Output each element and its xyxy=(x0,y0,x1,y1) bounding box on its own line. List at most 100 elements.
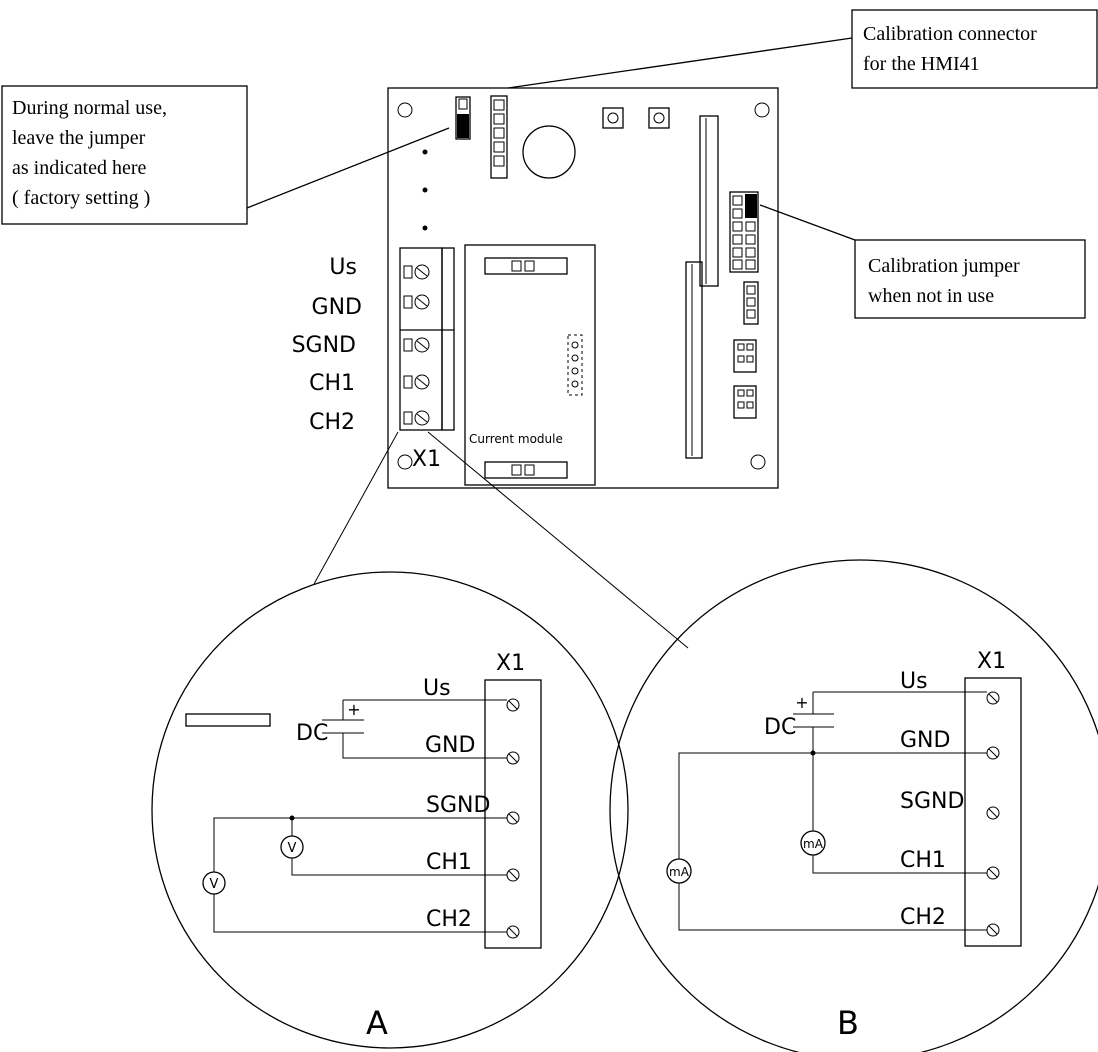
voltmeter-ch2 xyxy=(202,871,226,895)
screw-terminal xyxy=(986,806,1000,820)
wire-ch1 xyxy=(812,854,987,874)
wire-gnd xyxy=(342,733,507,759)
small-component-dot xyxy=(653,112,665,124)
screw-slot xyxy=(416,340,428,350)
terminal-label: CH1 xyxy=(900,848,946,873)
screw-terminal xyxy=(986,691,1000,705)
screw-slot xyxy=(988,808,998,818)
module-dashed-connector xyxy=(567,334,583,396)
small-component xyxy=(602,107,624,129)
terminal-tab xyxy=(403,295,413,309)
ammeter-ch2 xyxy=(666,858,692,884)
supply-label: DC xyxy=(296,721,328,746)
terminal-label: CH2 xyxy=(900,905,946,930)
small-component xyxy=(648,107,670,129)
detail-circle xyxy=(151,571,629,1049)
ammeter-ch1 xyxy=(800,830,826,856)
callout-calibration-connector: Calibration connector for the HMI41 xyxy=(507,9,1098,89)
connector-pin xyxy=(493,99,505,111)
factory-jumper xyxy=(455,96,471,140)
header-pin xyxy=(746,309,756,319)
header-pin xyxy=(737,355,745,363)
terminal-label: GND xyxy=(900,728,950,753)
callout-line: During normal use, xyxy=(12,97,167,119)
module-pin xyxy=(511,464,522,476)
screw-slot xyxy=(988,868,998,878)
detail-connector-label: X1 xyxy=(496,651,525,676)
wire-sgnd xyxy=(213,817,507,872)
mounting-hole xyxy=(397,102,413,118)
header-pin xyxy=(737,389,745,397)
module-pin xyxy=(571,354,579,362)
terminal-label: CH1 xyxy=(426,850,472,875)
meter-symbol: V xyxy=(288,841,297,856)
header-pin xyxy=(746,343,754,351)
header-pin xyxy=(745,247,756,258)
screw-slot xyxy=(416,297,428,307)
header-pin xyxy=(745,234,756,245)
detail-screws xyxy=(506,698,520,939)
module-outline xyxy=(464,244,596,486)
screw-slot xyxy=(508,870,518,880)
screw-slot xyxy=(416,267,428,277)
calibration-jumper-header xyxy=(729,191,759,273)
detail-connector-label: X1 xyxy=(977,649,1006,674)
leader-line xyxy=(507,37,853,89)
leader-line xyxy=(246,127,450,209)
edge-connector xyxy=(685,261,703,459)
detail-connector xyxy=(484,679,542,949)
mounting-hole xyxy=(750,454,766,470)
plus-sign: + xyxy=(347,700,360,719)
callout-line: for the HMI41 xyxy=(863,53,980,75)
module-pin xyxy=(571,341,579,349)
callout-line: as indicated here xyxy=(12,157,146,179)
pin-block xyxy=(733,339,757,373)
callout-box xyxy=(1,85,248,225)
board-terminal-label: CH1 xyxy=(309,371,355,396)
header-pin xyxy=(746,401,754,409)
meter-symbol: mA xyxy=(669,865,690,879)
plus-sign: + xyxy=(795,693,808,712)
terminal-label: Us xyxy=(900,669,928,694)
calibration-connector xyxy=(490,95,508,179)
round-component xyxy=(522,125,576,179)
small-header xyxy=(743,281,759,325)
detail-caption: A xyxy=(366,1004,388,1042)
detail-caption: B xyxy=(837,1004,859,1042)
screw-slot xyxy=(988,693,998,703)
header-pin xyxy=(746,389,754,397)
board-terminal-label: CH2 xyxy=(309,410,355,435)
header-pin xyxy=(746,285,756,295)
supply-label: DC xyxy=(764,715,796,740)
terminal-tab xyxy=(403,338,413,352)
terminal-tab xyxy=(403,375,413,389)
header-pin xyxy=(732,234,743,245)
meter-symbol: V xyxy=(210,877,219,892)
detail-connector xyxy=(964,677,1022,947)
screw-slot xyxy=(508,927,518,937)
module-pin xyxy=(511,260,522,272)
connector-pin xyxy=(493,141,505,153)
board-dot xyxy=(422,149,428,155)
pin-block xyxy=(733,385,757,419)
terminal-block-strip xyxy=(441,247,455,431)
jumper-pin xyxy=(458,98,468,110)
white-mask xyxy=(185,713,271,727)
zoom-line xyxy=(313,431,399,585)
screw-slot xyxy=(988,748,998,758)
screw-terminal xyxy=(414,410,430,426)
terminal-tab xyxy=(403,265,413,279)
header-pin xyxy=(746,355,754,363)
header-pin xyxy=(737,401,745,409)
terminal-tab xyxy=(403,411,413,425)
callout-line: leave the jumper xyxy=(12,127,146,149)
screw-terminal xyxy=(414,294,430,310)
wire-gnd xyxy=(678,752,987,860)
terminal-label: CH2 xyxy=(426,907,472,932)
board-terminal-label: GND xyxy=(312,295,362,320)
screw-terminal xyxy=(506,698,520,712)
connector-pin xyxy=(493,127,505,139)
header-pin xyxy=(732,259,743,270)
connector-pin xyxy=(493,155,505,167)
